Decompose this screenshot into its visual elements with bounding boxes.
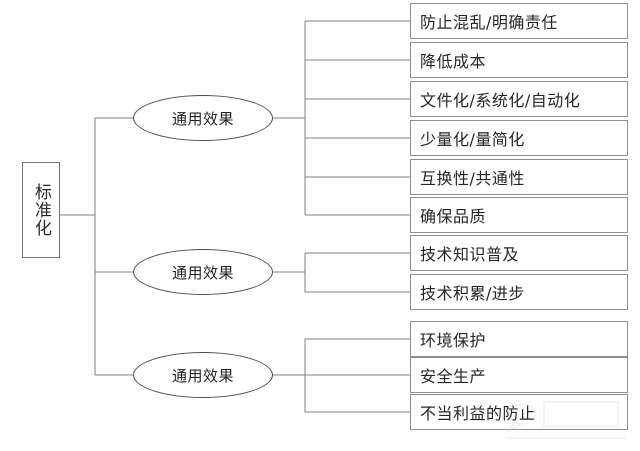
leaf-box-5-label: 互换性/共通性 [420,169,525,188]
leaf-box-10[interactable]: 安全生产 [410,357,628,393]
leaf-box-8-label: 技术积累/进步 [420,284,525,303]
leaf-box-11[interactable]: 不当利益的防止 [410,394,628,430]
branch-node-3-label: 通用效果 [171,366,234,385]
leaf-box-4[interactable]: 少量化/量简化 [410,120,628,156]
leaf-box-10-label: 安全生产 [420,367,487,386]
leaf-box-3-label: 文件化/系统化/自动化 [420,91,581,110]
leaf-box-6[interactable]: 确保品质 [410,197,628,233]
leaf-box-11-label: 不当利益的防止 [420,404,536,423]
leaf-box-2[interactable]: 降低成本 [410,42,628,78]
leaf-box-3[interactable]: 文件化/系统化/自动化 [410,81,628,117]
leaf-box-8[interactable]: 技术积累/进步 [410,274,628,310]
branch-node-2[interactable]: 通用效果 [133,249,273,295]
leaf-box-7[interactable]: 技术知识普及 [410,235,628,271]
leaf-box-6-label: 确保品质 [420,207,487,226]
root-node-standardization[interactable]: 标准化 [22,162,60,258]
leaf-box-2-label: 降低成本 [420,52,487,71]
root-node-label: 标准化 [31,183,52,237]
leaf-box-9-label: 环境保护 [420,331,487,350]
leaf-box-4-label: 少量化/量简化 [420,130,525,149]
leaf-box-1[interactable]: 防止混乱/明确责任 [410,3,628,39]
branch-node-2-label: 通用效果 [171,263,234,282]
leaf-box-5[interactable]: 互换性/共通性 [410,159,628,195]
branch-node-3[interactable]: 通用效果 [133,352,273,398]
branch-node-1[interactable]: 通用效果 [133,95,273,141]
leaf-box-7-label: 技术知识普及 [420,245,520,264]
leaf-box-9[interactable]: 环境保护 [410,321,628,357]
branch-node-1-label: 通用效果 [171,109,234,128]
leaf-box-1-label: 防止混乱/明确责任 [420,13,558,32]
